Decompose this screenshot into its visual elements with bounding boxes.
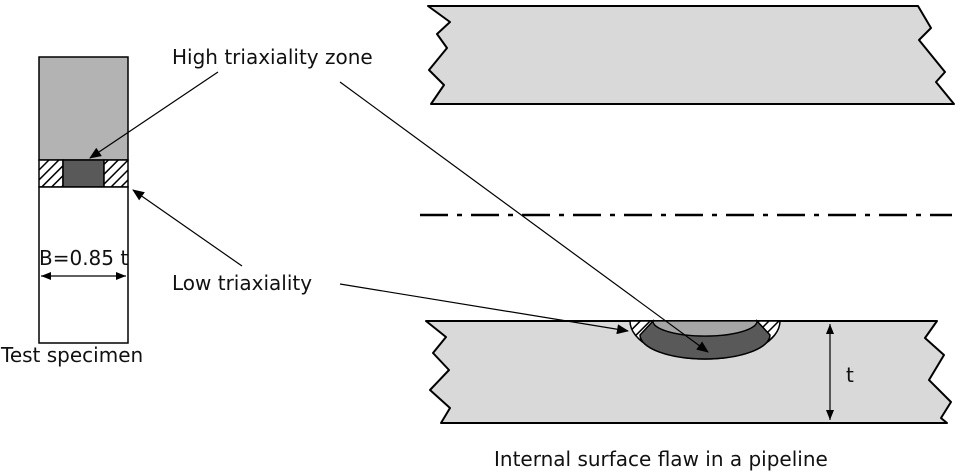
specimen-hatched-right	[103, 159, 129, 188]
pipe-surface-flaw	[629, 319, 781, 360]
high-triaxiality-arrow-pipe	[339, 81, 709, 353]
flaw-crack-core	[652, 320, 758, 337]
pipe-lower-wall	[425, 320, 952, 424]
test-specimen: B=0.85 t Test specimen	[0, 56, 143, 367]
specimen-upper-block	[38, 56, 129, 161]
low-triaxiality-arrow-specimen	[132, 189, 243, 267]
specimen-hatched-left	[38, 159, 64, 188]
low-triaxiality-label: Low triaxiality	[172, 271, 312, 295]
low-triaxiality-arrow-pipe	[339, 283, 629, 335]
specimen-thickness-label: B=0.85 t	[39, 246, 128, 270]
pipe-thickness-label: t	[846, 363, 854, 387]
pipe-upper-wall	[427, 5, 955, 105]
pipeline-caption: Internal surface flaw in a pipeline	[494, 447, 828, 471]
specimen-flaw-zone	[62, 159, 105, 188]
high-triaxiality-arrow-specimen	[89, 71, 219, 159]
high-triaxiality-label: High triaxiality zone	[172, 45, 373, 69]
specimen-caption: Test specimen	[0, 343, 143, 367]
specimen-lower-block	[38, 186, 129, 344]
